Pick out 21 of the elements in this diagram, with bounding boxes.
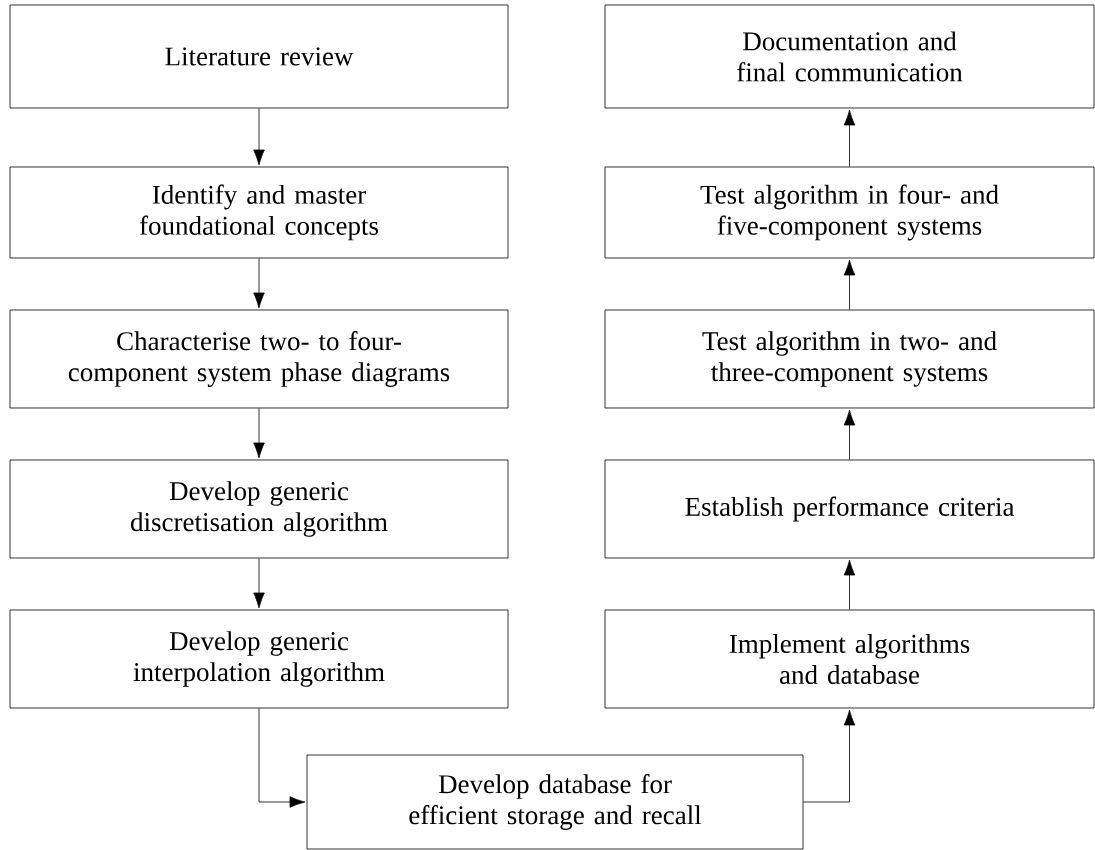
process-box: Implement algorithms and database — [604, 609, 1095, 709]
process-box: Develop generic interpolation algorithm — [9, 609, 509, 709]
process-box: Develop database for efficient storage and recall — [306, 754, 804, 850]
process-box: Test algorithm in two- and three-component systems — [604, 309, 1095, 409]
process-box: Establish performance criteria — [604, 459, 1095, 559]
arrow — [803, 709, 856, 803]
arrow — [253, 408, 265, 459]
process-box: Test algorithm in four- and five-component systems — [604, 166, 1095, 259]
arrow — [843, 409, 856, 460]
arrow — [843, 109, 856, 167]
arrow — [258, 708, 306, 808]
process-box: Documentation and final communication — [604, 4, 1095, 109]
arrow — [253, 108, 265, 166]
process-box: Develop generic discretisation algorithm — [9, 459, 509, 559]
process-box: Literature review — [9, 4, 509, 109]
process-box: Characterise two- to four-component system phase diagrams — [9, 309, 509, 409]
process-box: Identify and master foundational concepts — [9, 166, 509, 259]
arrow — [843, 259, 856, 310]
arrow — [253, 558, 265, 609]
arrow — [843, 559, 856, 610]
arrow — [253, 258, 265, 309]
